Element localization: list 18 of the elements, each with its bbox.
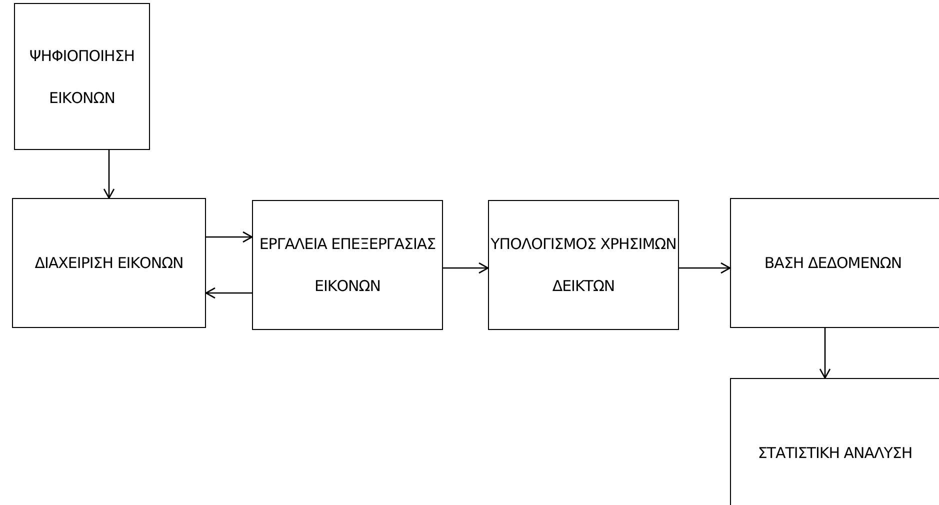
process-box <box>730 378 939 505</box>
process-box <box>12 198 206 328</box>
box-label: ΣΤΑΤΙΣΤΙΚΗ ΑΝΑΛΥΣΗ <box>758 443 912 464</box>
arrow <box>819 328 831 379</box>
box-label: ΒΑΣΗ ΔΕΔΟΜΕΝΩΝ <box>764 253 902 274</box>
box-label: ΕΡΓΑΛΕΙΑ ΕΠΕΞΕΡΓΑΣΙΑΣ ΕΙΚΟΝΩΝ <box>258 234 437 297</box>
arrow <box>679 262 731 274</box>
box-label: ΥΠΟΛΟΓΙΣΜΟΣ ΧΡΗΣΙΜΩΝ ΔΕΙΚΤΩΝ <box>490 234 678 297</box>
process-box <box>488 200 679 330</box>
arrow <box>443 262 489 274</box>
process-box <box>14 3 150 150</box>
box-label: ΨΗΦΙΟΠΟΙΗΣΗ ΕΙΚΟΝΩΝ <box>28 46 136 108</box>
process-box <box>730 198 939 328</box>
arrow <box>206 231 253 243</box>
box-label: ΔΙΑΧΕΙΡΙΣΗ ΕΙΚΟΝΩΝ <box>34 253 184 274</box>
arrow <box>103 150 115 199</box>
process-box <box>252 200 443 330</box>
arrow <box>205 287 252 299</box>
